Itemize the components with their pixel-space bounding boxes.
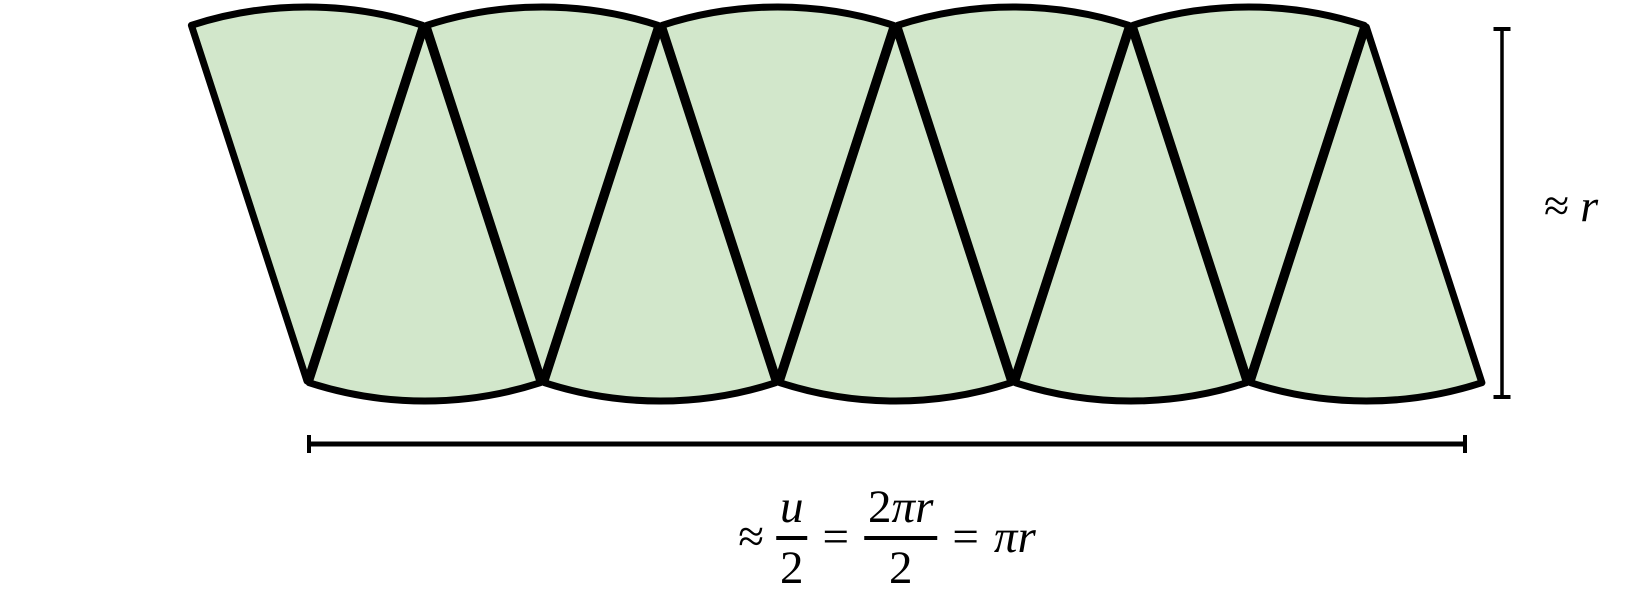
radius-approx-label: ≈r: [1544, 180, 1599, 232]
sector-down-5: [1129, 3, 1368, 385]
sector-up-2: [541, 23, 780, 405]
fraction-denominator: 2: [888, 541, 913, 594]
fraction-numerator: 2πr: [864, 484, 937, 531]
fraction-u-over-2: u 2: [776, 484, 808, 592]
sector-up-4: [1011, 23, 1250, 405]
radius-variable: r: [1580, 180, 1599, 231]
half-circumference-formula: ≈ u 2 = 2πr 2 = πr: [738, 484, 1036, 592]
sector-down-1: [187, 3, 427, 385]
fraction-bar: [776, 536, 808, 540]
fraction-denominator: 2: [780, 541, 804, 594]
sector-group: [187, 3, 1486, 405]
equals-sign: =: [952, 511, 979, 564]
fraction-2pir-over-2: 2πr 2: [864, 484, 938, 594]
sector-down-4: [894, 3, 1133, 385]
sector-down-3: [658, 3, 897, 385]
dimension-lines-group: [307, 27, 1511, 453]
fraction-bar: [864, 536, 938, 540]
sector-up-1: [305, 23, 544, 405]
pi-r-variable: πr: [891, 481, 934, 533]
fraction-numerator: u: [780, 481, 804, 533]
sector-down-2: [423, 3, 662, 385]
equals-sign: =: [822, 511, 850, 564]
sector-up-5: [1247, 23, 1486, 405]
approx-symbol: ≈: [1544, 180, 1570, 231]
pi-r-result: πr: [993, 511, 1036, 564]
approx-symbol: ≈: [738, 511, 765, 564]
coefficient: 2: [868, 481, 892, 533]
sector-up-3: [776, 23, 1015, 405]
